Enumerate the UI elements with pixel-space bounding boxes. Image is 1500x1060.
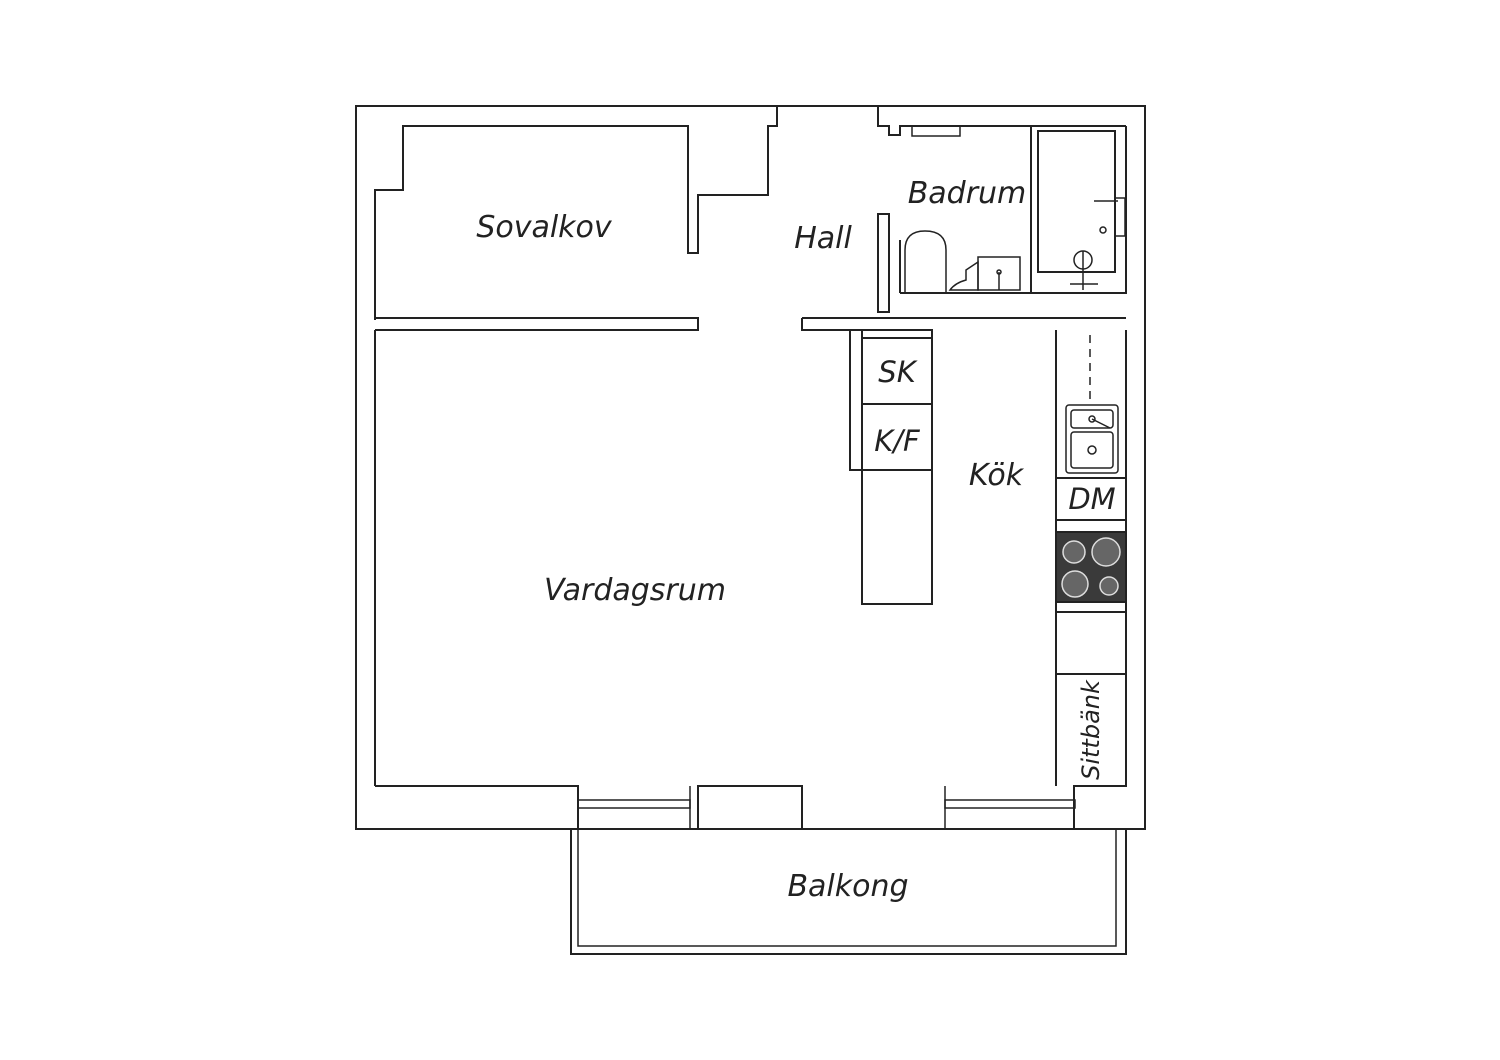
sink xyxy=(1065,404,1119,474)
hall-walls xyxy=(801,106,1126,331)
toilet xyxy=(904,230,947,293)
main-walls xyxy=(374,330,1127,829)
outer-walls xyxy=(355,105,1146,830)
room-label-vardagsrum: Vardagsrum xyxy=(544,573,726,608)
window-left xyxy=(577,799,691,809)
sovalkov-walls xyxy=(374,106,778,331)
fixture-label-kf: K/F xyxy=(874,424,921,458)
room-label-hall: Hall xyxy=(794,221,852,256)
kitchen-counter xyxy=(1055,330,1127,786)
room-label-balkong: Balkong xyxy=(787,869,908,904)
fixture-label-sk: SK xyxy=(878,355,917,389)
room-label-badrum: Badrum xyxy=(908,176,1027,211)
kitchen-column xyxy=(849,329,933,605)
balkong xyxy=(570,829,1127,955)
fixture-label-dm: DM xyxy=(1068,482,1115,516)
badrum xyxy=(899,126,1127,294)
room-label-sovalkov: Sovalkov xyxy=(476,210,613,245)
window-right xyxy=(944,799,1076,809)
fixture-label-sittbank: Sittbänk xyxy=(1077,679,1105,780)
room-label-kok: Kök xyxy=(969,458,1025,493)
